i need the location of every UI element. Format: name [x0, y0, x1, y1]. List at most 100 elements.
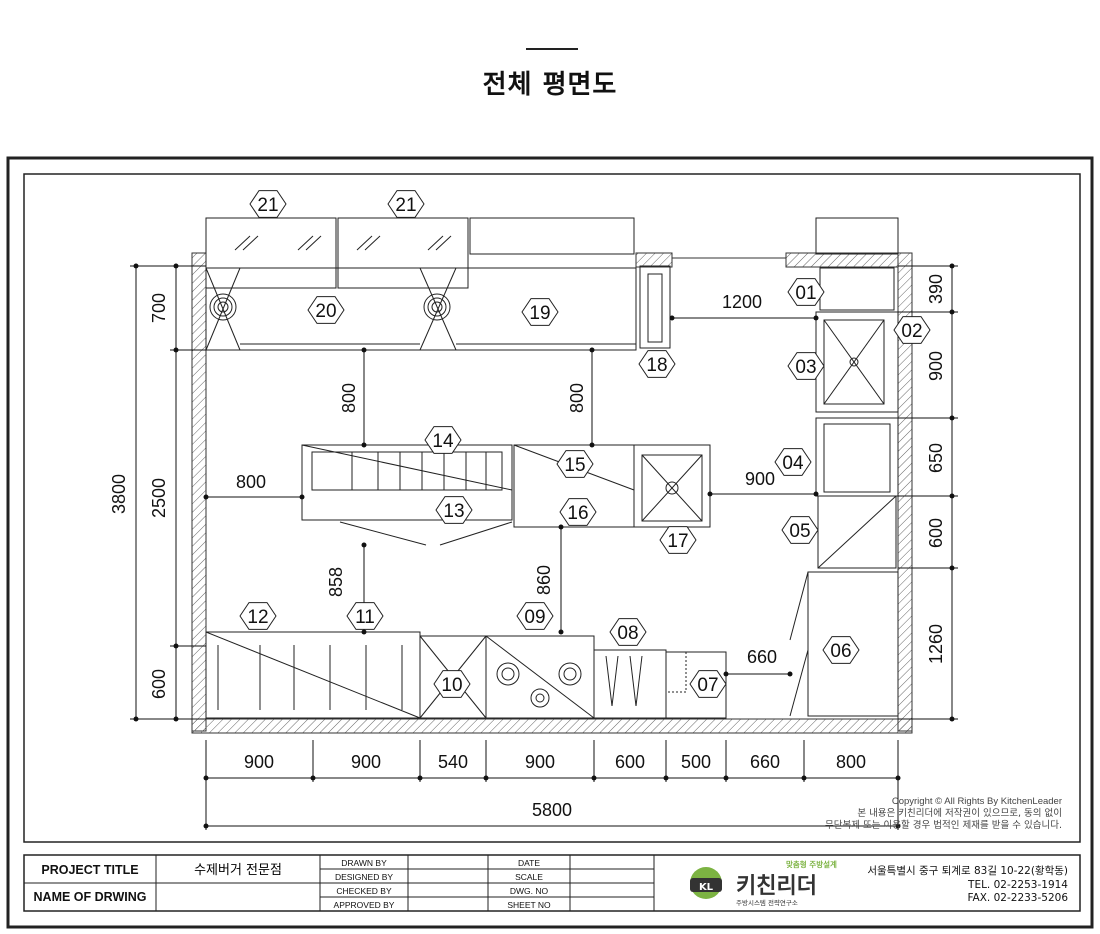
tag-number: 11 — [355, 607, 375, 628]
scale-label: SCALE — [515, 872, 543, 882]
tag-hexagon — [638, 350, 676, 378]
tag-number: 19 — [529, 303, 550, 324]
equipment-tag-02: 02 — [893, 316, 931, 344]
project-title-value: 수제버거 전문점 — [194, 863, 282, 878]
dim-h-800: 800 — [236, 472, 266, 492]
equipment-tag-09: 09 — [516, 602, 554, 630]
tag-hexagon — [689, 670, 727, 698]
dimension-labels: 1200 800 800 800 900 858 860 660 700 380… — [109, 274, 946, 820]
wall-cabinets — [205, 217, 671, 351]
dim-bottom-5: 600 — [615, 752, 645, 772]
brand-sub: 주방시스템 전략연구소 — [736, 898, 798, 907]
tag-hexagon — [609, 618, 647, 646]
copyright-line-1: Copyright © All Rights By KitchenLeader — [892, 796, 1062, 807]
equipment-tag-03: 03 — [787, 352, 825, 380]
equipment-tag-01: 01 — [787, 278, 825, 306]
tag-hexagon — [387, 190, 425, 218]
equipment-tag-21: 21 — [387, 190, 425, 218]
tag-number: 21 — [257, 195, 278, 216]
drawing-name-label: NAME OF DRWING — [34, 890, 147, 904]
dim-v-800-right: 800 — [567, 383, 587, 413]
tag-number: 03 — [795, 357, 816, 378]
page-title: 전체 평면도 — [482, 70, 618, 100]
copyright-line-2: 본 내용은 키친리더에 저작권이 있으므로, 동의 없이 — [857, 807, 1062, 819]
dim-top-1200: 1200 — [722, 292, 762, 312]
dim-v-858: 858 — [326, 567, 346, 597]
tag-number: 07 — [697, 675, 718, 696]
equipment-tag-19: 19 — [521, 298, 559, 326]
dimension-lines — [130, 265, 958, 830]
tag-hexagon — [556, 450, 594, 478]
tag-number: 16 — [567, 503, 588, 524]
brand-logo: KL 맞춤형 주방설계 키친리더 주방시스템 전략연구소 — [690, 859, 837, 907]
tag-number: 18 — [646, 355, 667, 376]
tag-number: 14 — [432, 431, 454, 452]
tag-hexagon — [346, 602, 384, 630]
equipment-tag-08: 08 — [609, 618, 647, 646]
tag-number: 21 — [395, 195, 416, 216]
equipment-tag-21: 21 — [249, 190, 287, 218]
dimension-nodes — [133, 263, 955, 829]
dim-bottom-7: 660 — [750, 752, 780, 772]
tag-number: 20 — [315, 301, 336, 322]
svg-text:KL: KL — [699, 882, 714, 893]
dim-left-600: 600 — [149, 669, 169, 699]
drawn-by-label: DRAWN BY — [341, 858, 387, 868]
dim-bottom-1: 900 — [244, 752, 274, 772]
tag-number: 17 — [667, 531, 688, 552]
dim-bottom-4: 900 — [525, 752, 555, 772]
dim-v-800-left: 800 — [339, 383, 359, 413]
outer-frame — [6, 156, 1094, 929]
equipment-tag-06: 06 — [822, 636, 860, 664]
dim-right-1260: 1260 — [926, 624, 946, 664]
room-walls — [191, 252, 913, 734]
heading-rule — [526, 48, 578, 50]
tag-hexagon — [781, 516, 819, 544]
copyright-notice: Copyright © All Rights By KitchenLeader … — [825, 796, 1062, 831]
equipment-tag-14: 14 — [424, 426, 462, 454]
equipment-tag-12: 12 — [239, 602, 277, 630]
address: 서울특별시 중구 퇴계로 83길 10-22(황학동) — [867, 864, 1068, 877]
telephone: TEL. 02-2253-1914 — [967, 879, 1068, 891]
equipment-tag-07: 07 — [689, 670, 727, 698]
approved-by-label: APPROVED BY — [334, 900, 395, 910]
tag-number: 08 — [617, 623, 638, 644]
tag-number: 06 — [830, 641, 851, 662]
tag-hexagon — [433, 670, 471, 698]
dim-right-650: 650 — [926, 443, 946, 473]
dim-h-660: 660 — [747, 647, 777, 667]
equipment-tag-17: 17 — [659, 526, 697, 554]
tag-number: 10 — [441, 675, 462, 696]
equipment-tag-11: 11 — [346, 602, 384, 630]
bottom-equipment — [205, 631, 727, 719]
tag-hexagon — [659, 526, 697, 554]
tag-number: 05 — [789, 521, 810, 542]
dwg-no-label: DWG. NO — [510, 886, 549, 896]
tag-hexagon — [787, 352, 825, 380]
tag-hexagon — [521, 298, 559, 326]
dim-bottom-6: 500 — [681, 752, 711, 772]
date-label: DATE — [518, 858, 540, 868]
equipment-tag-04: 04 — [774, 448, 812, 476]
dim-bottom-8: 800 — [836, 752, 866, 772]
dim-left-700: 700 — [149, 293, 169, 323]
tag-hexagon — [822, 636, 860, 664]
center-island — [301, 444, 711, 546]
tag-number: 01 — [795, 283, 816, 304]
dim-h-900: 900 — [745, 469, 775, 489]
drawing-frame — [23, 173, 1081, 843]
copyright-line-3: 무단복제 또는 이용할 경우 법적인 제재를 받을 수 있습니다. — [825, 819, 1062, 831]
equipment-tags: 0102030405060708091011121314151617181920… — [239, 190, 931, 698]
designed-by-label: DESIGNED BY — [335, 872, 393, 882]
tag-hexagon — [516, 602, 554, 630]
dim-left-2500: 2500 — [149, 478, 169, 518]
tag-hexagon — [239, 602, 277, 630]
tag-hexagon — [307, 296, 345, 324]
tag-hexagon — [559, 498, 597, 526]
dim-bottom-3: 540 — [438, 752, 468, 772]
dim-left-3800: 3800 — [109, 474, 129, 514]
brand-tagline: 맞춤형 주방설계 — [786, 859, 837, 869]
dim-bottom-2: 900 — [351, 752, 381, 772]
equipment-tag-05: 05 — [781, 516, 819, 544]
tag-hexagon — [774, 448, 812, 476]
